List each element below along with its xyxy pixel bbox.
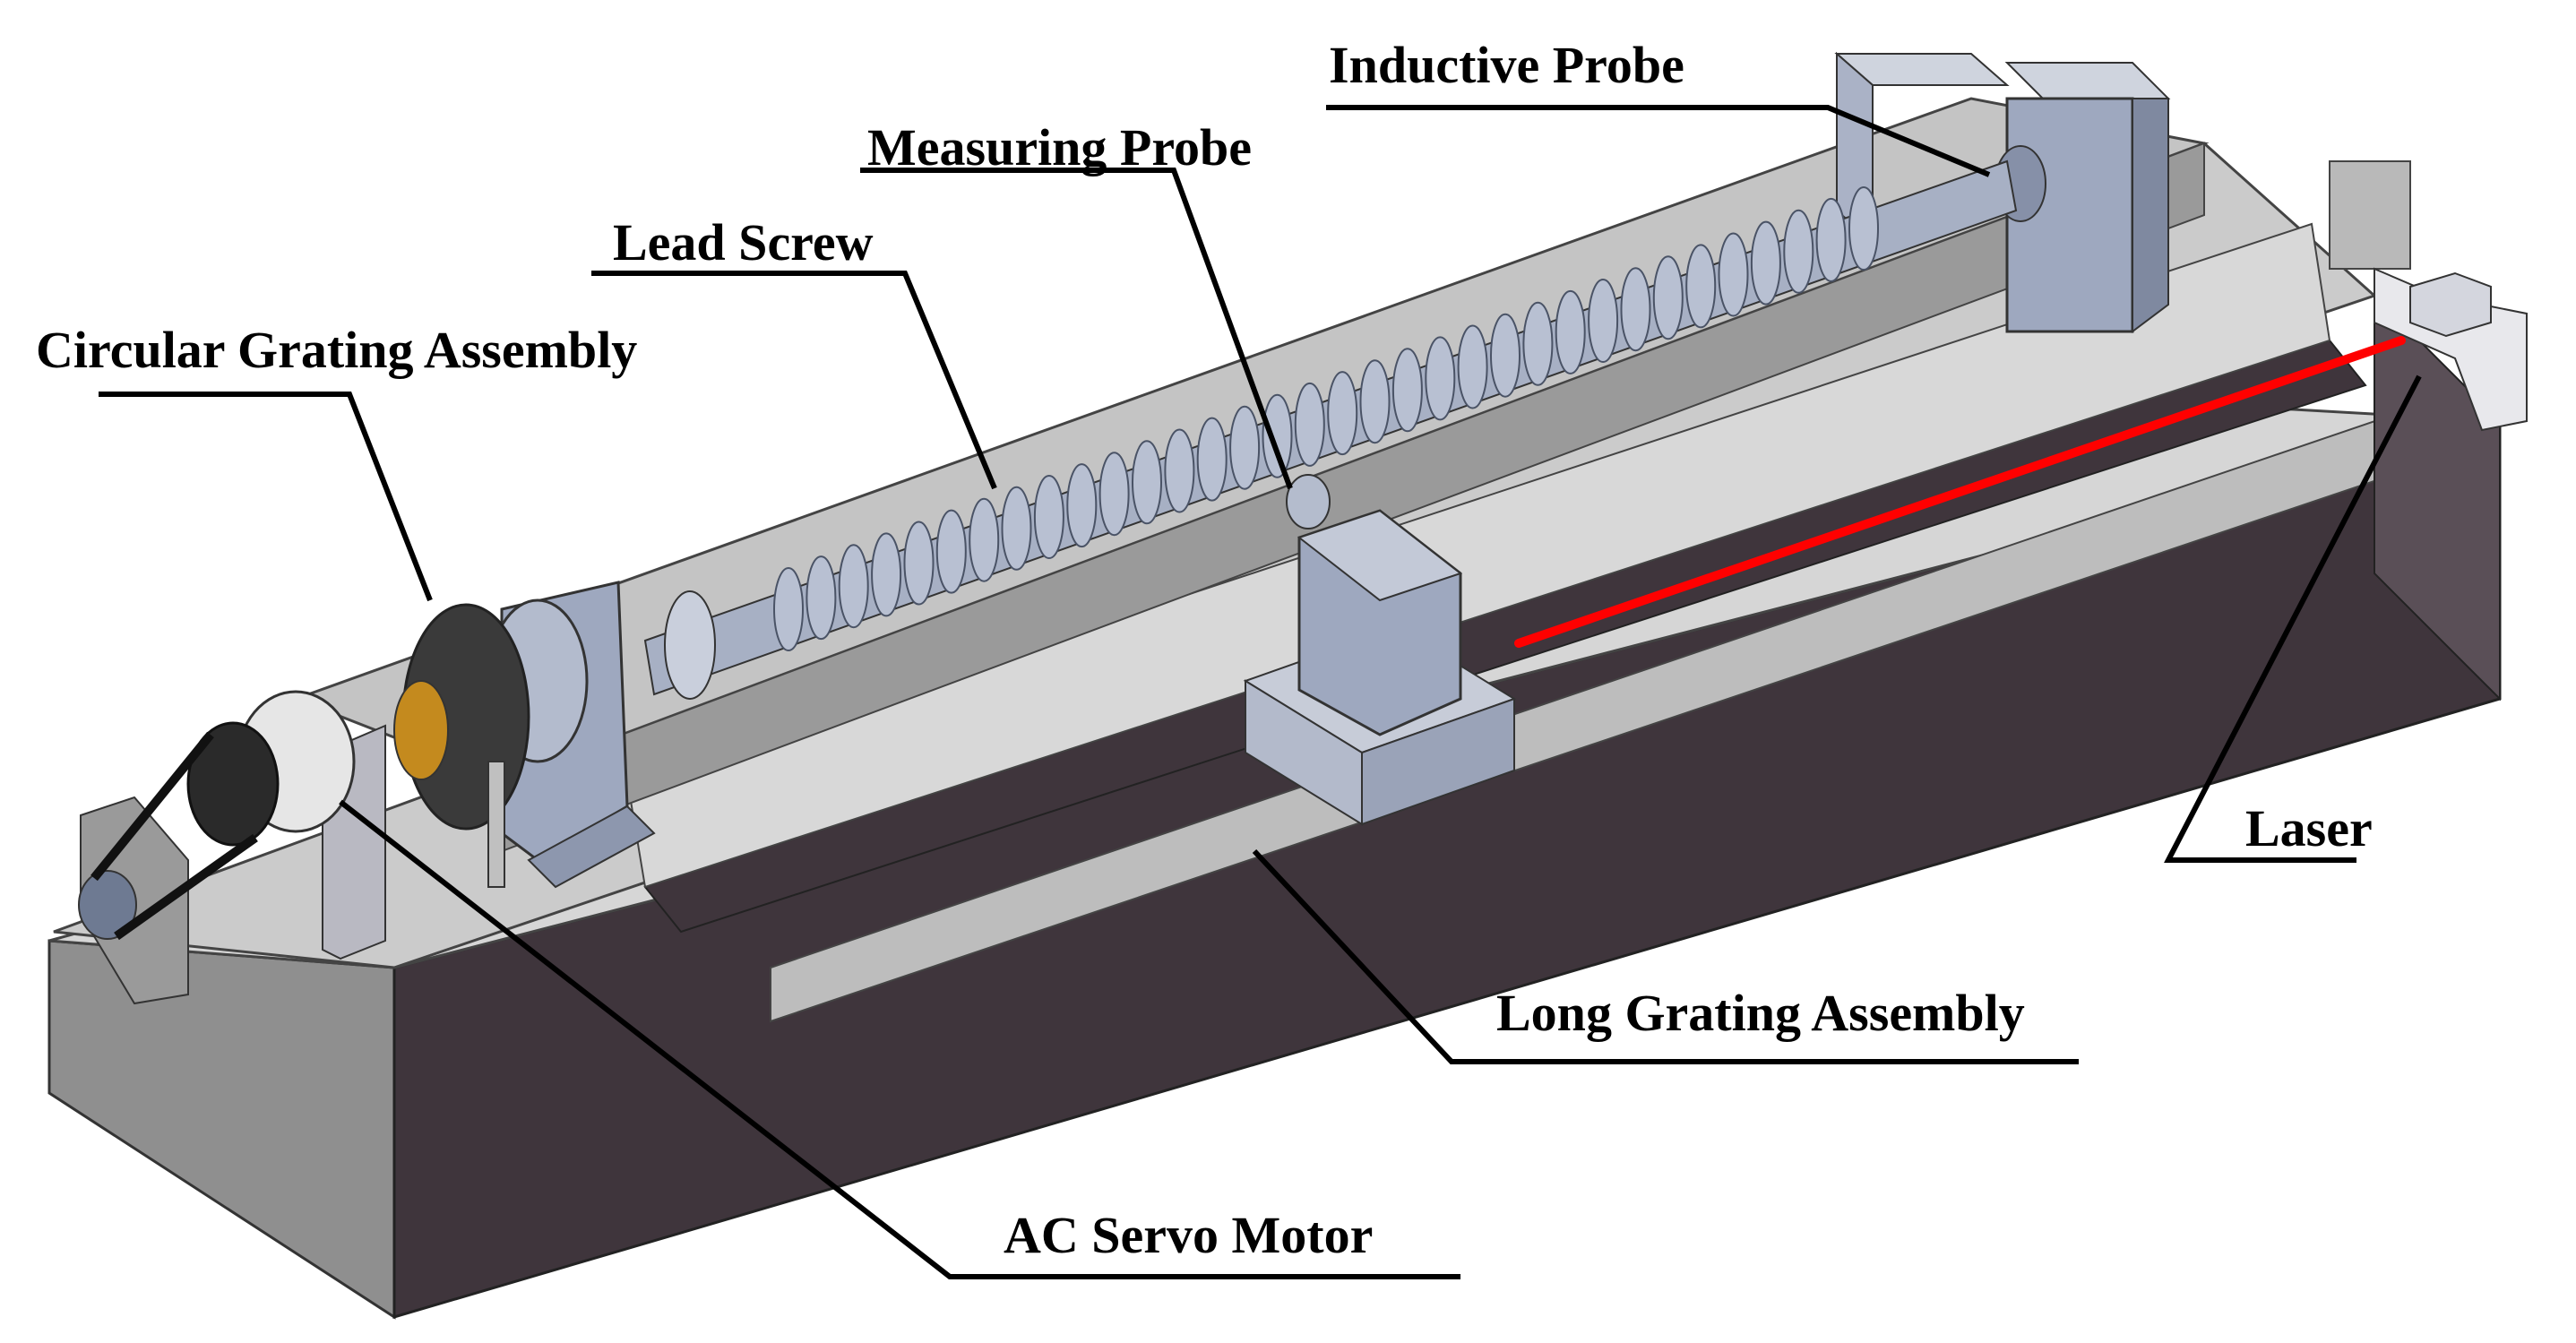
base-left-face [47, 939, 396, 1320]
leader-lead-screw [591, 271, 997, 490]
label-measuring-probe: Measuring Probe [867, 118, 1253, 176]
thread-ridge [903, 521, 935, 606]
thread-ridge [1783, 209, 1814, 294]
thread-ridge [773, 567, 804, 651]
leader-laser [2164, 374, 2422, 863]
laser-beam [1514, 336, 2406, 648]
leader-circular-grating [99, 392, 433, 602]
drive-pulley [186, 721, 280, 847]
thread-ridge [1620, 267, 1651, 352]
thread-ridge [1815, 197, 1847, 282]
thread-ridge [1294, 382, 1325, 467]
thread-ridge [806, 555, 837, 641]
lead-screw-threads [773, 186, 1879, 651]
label-lead-screw: Lead Screw [613, 213, 874, 271]
thread-ridge [1718, 232, 1749, 317]
thread-ridge [1033, 475, 1064, 559]
probe-head-top [1297, 509, 1463, 602]
label-ac-servo-motor: AC Servo Motor [1004, 1206, 1374, 1264]
carriage-base-side [1361, 697, 1515, 826]
thread-ridge [1098, 452, 1130, 537]
leader-measuring-probe [860, 168, 1293, 490]
measuring-probe-tip [1286, 474, 1331, 529]
thread-ridge [1001, 486, 1032, 571]
base-channel-floor [625, 222, 2331, 889]
label-long-grating-assembly: Long Grating Assembly [1496, 984, 2025, 1042]
label-inductive-probe: Inductive Probe [1329, 36, 1684, 94]
label-laser: Laser [2245, 799, 2373, 857]
thread-ridge [1652, 255, 1684, 340]
thread-ridge [1262, 393, 1293, 478]
thread-ridge [871, 532, 902, 617]
thread-ridge [1229, 405, 1261, 490]
thread-ridge [1132, 440, 1162, 525]
thread-ridge [1457, 324, 1488, 409]
thread-ridge [1848, 186, 1879, 271]
label-circular-grating-assembly: Circular Grating Assembly [36, 321, 638, 379]
thread-ridge [935, 509, 967, 594]
base-right-riser [2329, 160, 2411, 270]
leader-inductive-probe [1326, 105, 1991, 177]
grating-read-head [487, 761, 505, 888]
thread-ridge [1490, 313, 1521, 398]
thread-ridge [1359, 359, 1391, 444]
thread-ridge [1588, 279, 1619, 363]
thread-ridge [1327, 371, 1358, 456]
thread-ridge [1750, 220, 1781, 306]
thread-ridge [1196, 417, 1228, 502]
headstock-foot [527, 805, 656, 889]
tailstock-main-side [2132, 98, 2169, 333]
leader-ac-servo-motor [339, 799, 1460, 1279]
thread-ridge [1164, 428, 1195, 513]
thread-ridge [1425, 336, 1456, 421]
leader-long-grating [1252, 848, 2079, 1064]
thread-ridge [1555, 289, 1586, 374]
thread-ridge [1685, 244, 1717, 329]
circular-grating-hub [393, 680, 449, 780]
drive-belt-bottom [114, 833, 258, 941]
laser-emitter [2409, 271, 2492, 338]
shaft-coupling [664, 590, 716, 700]
thread-ridge [1522, 301, 1554, 386]
thread-ridge [838, 544, 869, 629]
tailstock-main-top [2004, 62, 2171, 99]
thread-ridge [969, 497, 1000, 582]
thread-ridge [1391, 348, 1423, 433]
thread-ridge [1066, 463, 1098, 548]
drive-belt-top [90, 731, 214, 882]
servo-motor-pulley [78, 870, 137, 940]
